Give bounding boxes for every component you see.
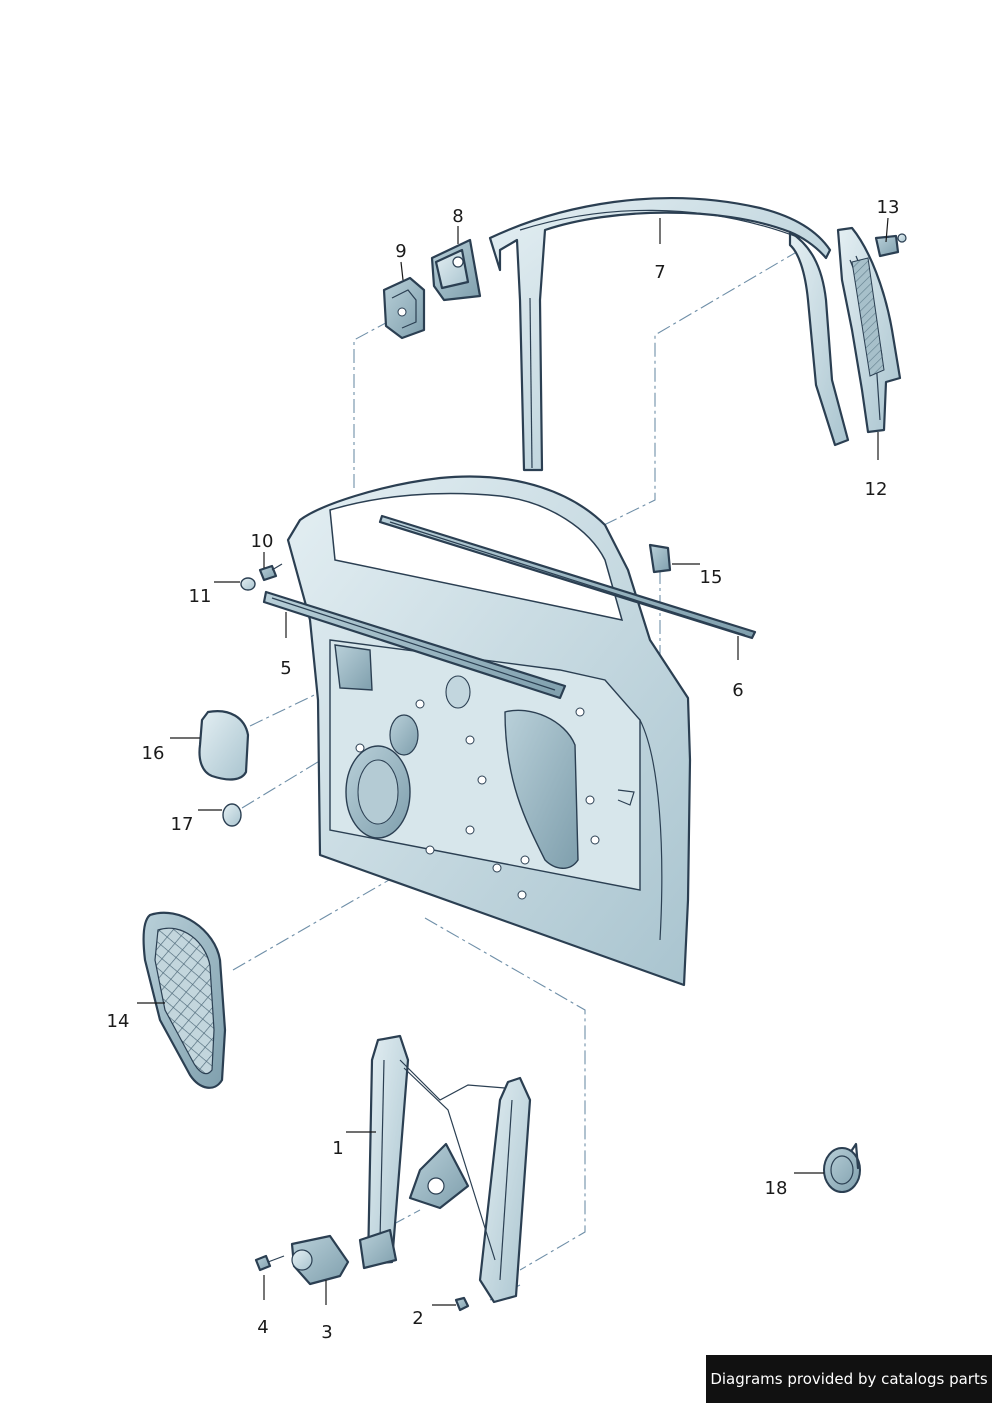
footer-text: Diagrams provided by catalogs parts	[710, 1370, 988, 1388]
cover-16	[198, 710, 250, 781]
cap-11	[240, 577, 256, 591]
window-motor	[290, 1234, 350, 1286]
bracket-9	[382, 276, 426, 340]
part-label-17: 17	[171, 814, 194, 835]
mesh-panel	[142, 911, 227, 1089]
clip-15	[648, 543, 672, 574]
nut-2	[454, 1296, 470, 1312]
part-label-18: 18	[765, 1178, 788, 1199]
pillar-trim	[836, 226, 902, 434]
inner-strip	[262, 590, 567, 700]
part-label-5: 5	[280, 658, 291, 679]
bolt-4	[254, 1254, 285, 1272]
outer-strip	[378, 514, 757, 640]
part-label-9: 9	[395, 241, 406, 262]
plug-17	[222, 803, 242, 827]
part-label-6: 6	[732, 680, 743, 701]
part-label-13: 13	[877, 197, 900, 218]
part-label-12: 12	[865, 479, 888, 500]
part-label-14: 14	[107, 1011, 130, 1032]
part-label-4: 4	[257, 1317, 268, 1338]
part-label-3: 3	[321, 1322, 332, 1343]
bracket-8	[430, 238, 482, 302]
part-label-7: 7	[654, 262, 665, 283]
damping-pad	[823, 1142, 861, 1193]
part-label-11: 11	[189, 586, 212, 607]
screw-10	[258, 563, 283, 582]
part-label-10: 10	[251, 531, 274, 552]
part-label-8: 8	[452, 206, 463, 227]
part-label-2: 2	[412, 1308, 423, 1329]
door-shell	[286, 475, 692, 987]
leader-lines	[137, 217, 889, 1306]
part-label-1: 1	[332, 1138, 343, 1159]
window-regulator	[358, 1034, 532, 1304]
window-frame-seal	[488, 197, 850, 472]
clip-13	[874, 233, 907, 258]
part-labels: 1 2 3 4 5 6 7 8 9 10 11 12 13 14 15 16 1…	[107, 197, 900, 1343]
footer-banner: Diagrams provided by catalogs parts	[706, 1355, 992, 1403]
part-label-16: 16	[142, 743, 165, 764]
part-label-15: 15	[700, 567, 723, 588]
